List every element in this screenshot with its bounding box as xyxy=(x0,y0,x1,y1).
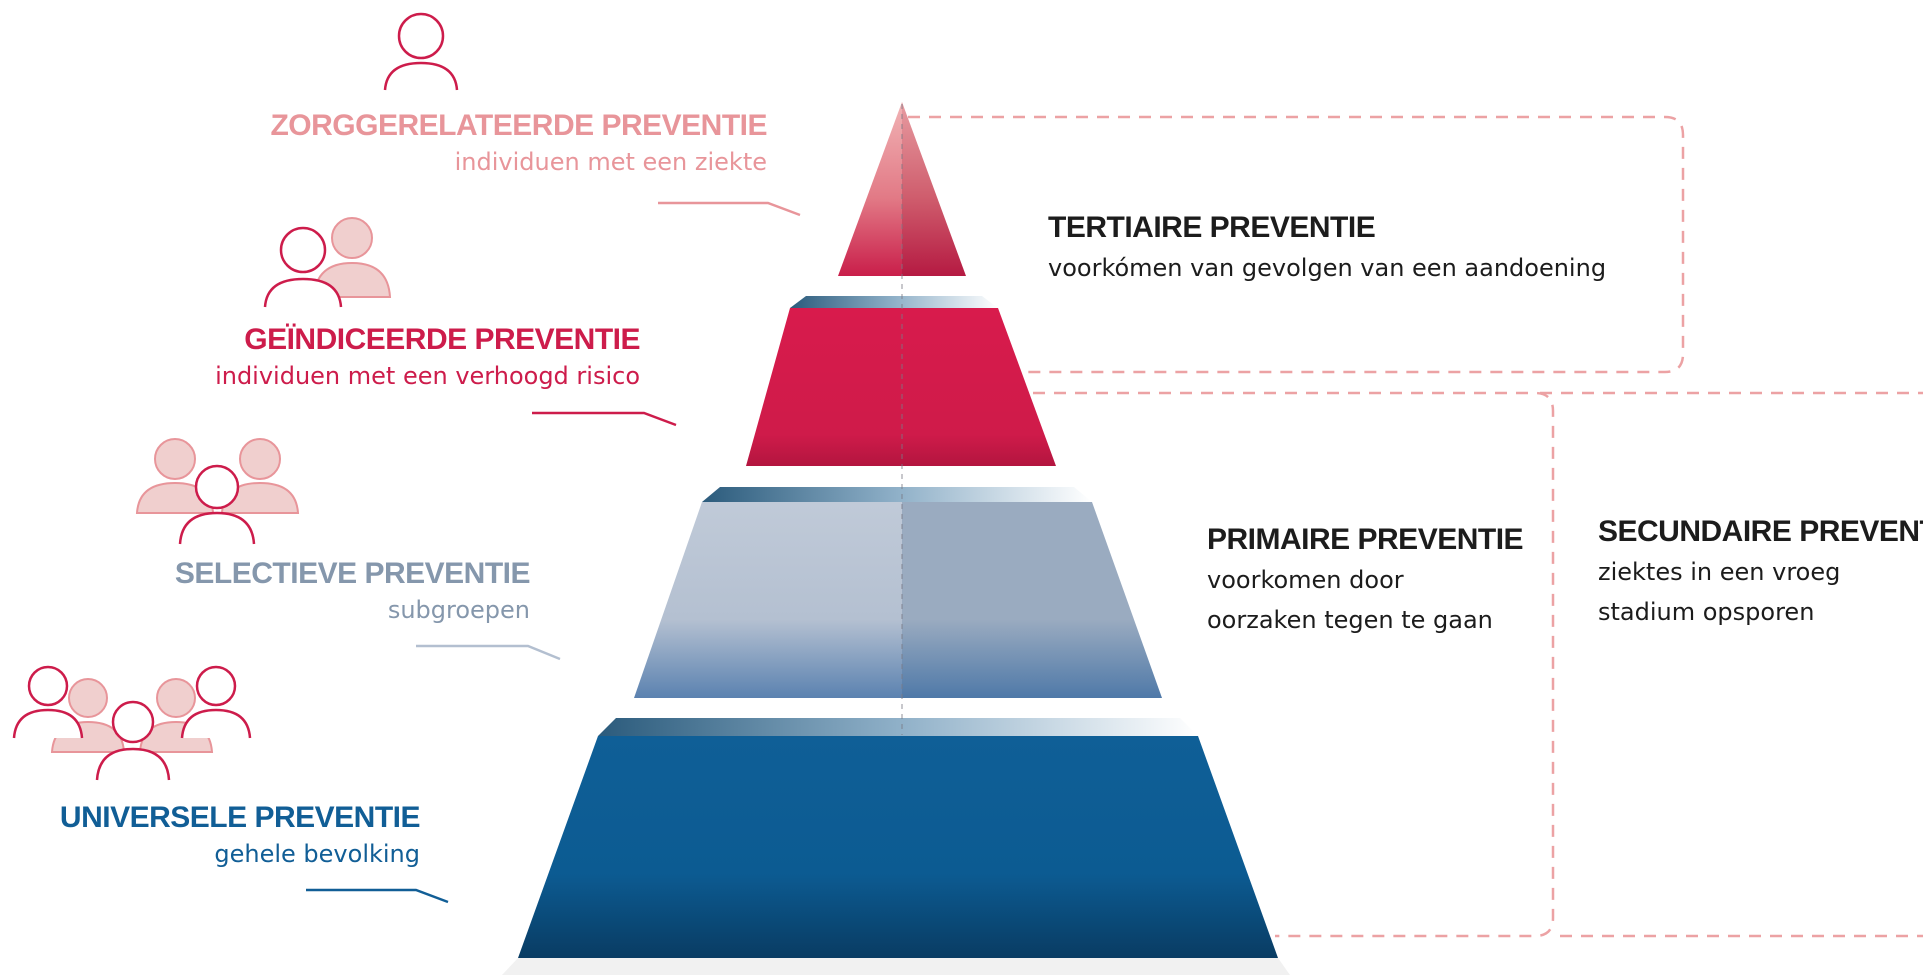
tier-universeel-shadow xyxy=(502,958,1290,975)
level-title: ZORGGERELATEERDE PREVENTIE xyxy=(270,109,767,142)
level-title: GEÏNDICEERDE PREVENTIE xyxy=(244,323,640,356)
tier-zorg-right xyxy=(902,102,966,276)
type-desc-line: voorkomen door xyxy=(1207,566,1404,594)
type-secundair: SECUNDAIRE PREVENTIE ziektes in een vroe… xyxy=(1598,512,1923,632)
pyramid xyxy=(502,102,1290,975)
three-people-icon xyxy=(135,438,300,545)
level-title: UNIVERSELE PREVENTIE xyxy=(59,801,421,834)
type-desc-line: ziektes in een vroeg xyxy=(1598,558,1841,586)
group-people-icon xyxy=(12,665,252,781)
level-universeel: UNIVERSELE PREVENTIE gehele bevolking xyxy=(59,800,421,872)
tier-geindiceerd xyxy=(746,308,1056,466)
leader-zorg xyxy=(658,201,801,217)
tertiary-bracket xyxy=(908,115,1685,374)
type-desc-line: voorkómen van gevolgen van een aandoenin… xyxy=(1048,254,1607,282)
level-subtitle: gehele bevolking xyxy=(214,840,420,868)
type-tertiair: TERTIAIRE PREVENTIE voorkómen van gevolg… xyxy=(1048,208,1606,288)
type-primair: PRIMAIRE PREVENTIE voorkomen door oorzak… xyxy=(1207,520,1524,640)
level-zorggerelateerd: ZORGGERELATEERDE PREVENTIE individuen me… xyxy=(270,108,767,180)
tier-geindiceerd-top xyxy=(790,296,998,308)
level-subtitle: subgroepen xyxy=(387,596,530,624)
level-geindiceerd: GEÏNDICEERDE PREVENTIE individuen met ee… xyxy=(215,322,640,394)
tier-selectief-top xyxy=(702,487,1092,502)
tier-selectief-right xyxy=(902,502,1162,698)
leader-selectief xyxy=(416,644,561,661)
level-subtitle: individuen met een verhoogd risico xyxy=(215,362,640,390)
single-person-icon xyxy=(383,12,459,91)
type-title: TERTIAIRE PREVENTIE xyxy=(1048,211,1376,244)
primary-secondary-bracket xyxy=(1033,391,1923,938)
tier-selectief xyxy=(634,502,902,698)
leader-lines xyxy=(306,201,801,904)
level-selectief: SELECTIEVE PREVENTIE subgroepen xyxy=(174,556,531,628)
level-subtitle: individuen met een ziekte xyxy=(454,148,767,176)
two-people-icon xyxy=(263,217,392,308)
tier-zorg xyxy=(838,102,902,276)
type-title: SECUNDAIRE PREVENTIE xyxy=(1598,515,1923,548)
type-desc-line: stadium opsporen xyxy=(1598,598,1815,626)
tier-universeel xyxy=(518,736,1278,958)
type-desc-line: oorzaken tegen te gaan xyxy=(1207,606,1493,634)
tier-universeel-top xyxy=(598,718,1198,736)
leader-geindiceerd xyxy=(532,411,677,427)
leader-universeel xyxy=(306,888,449,904)
level-title: SELECTIEVE PREVENTIE xyxy=(174,557,531,590)
type-title: PRIMAIRE PREVENTIE xyxy=(1207,523,1524,556)
